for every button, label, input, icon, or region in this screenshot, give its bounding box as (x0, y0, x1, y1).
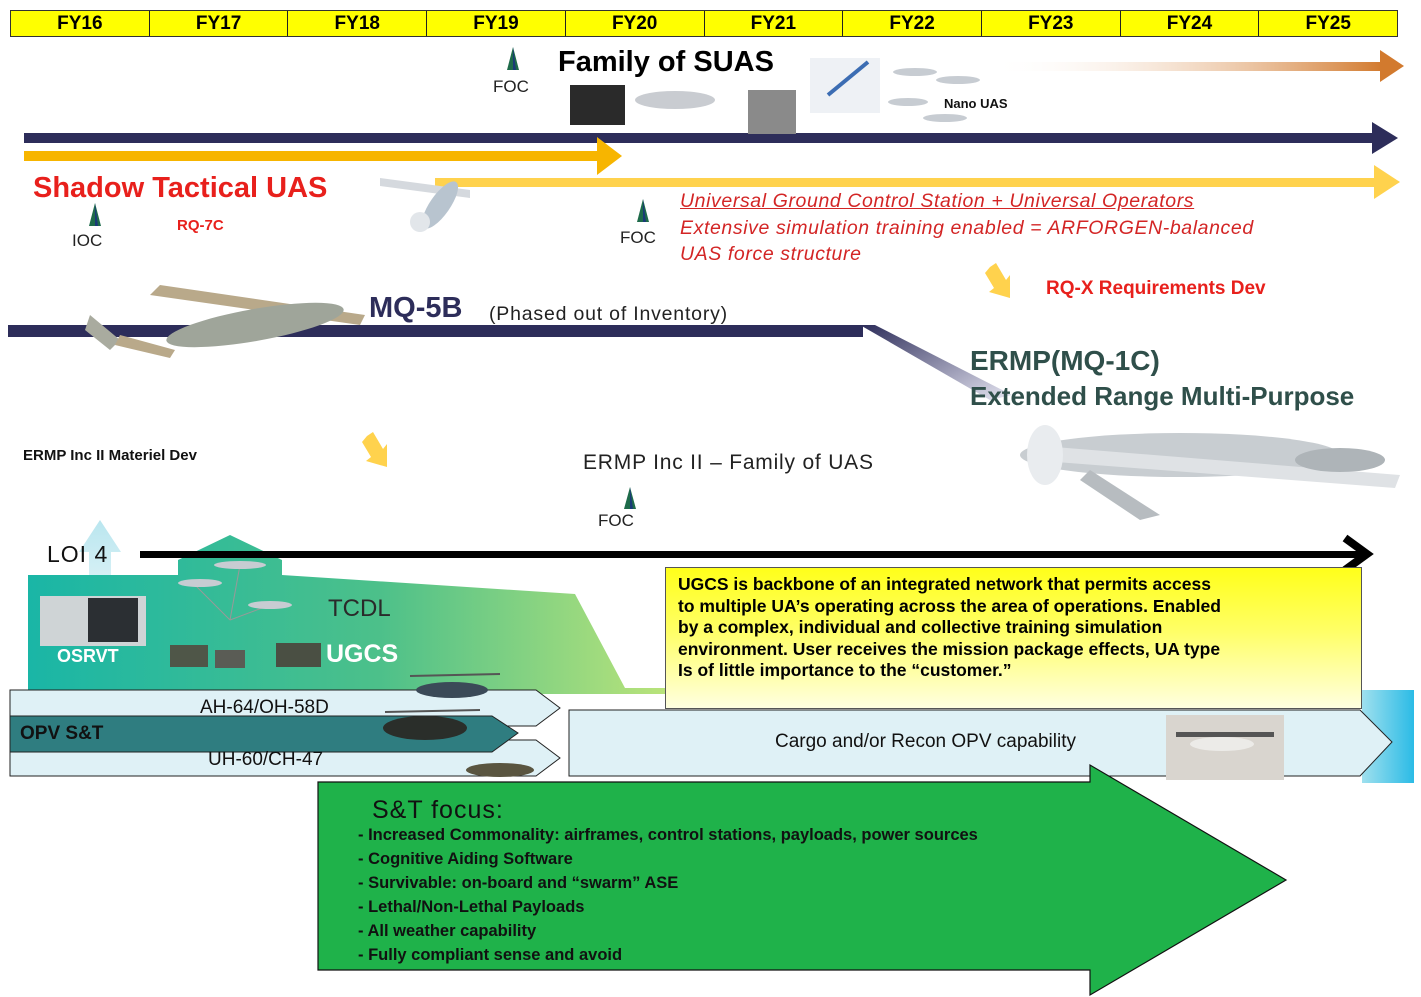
mq5b-drone-image (85, 285, 365, 358)
st-focus-item: - Cognitive Aiding Software (358, 850, 573, 868)
ugc-text-line-2: Extensive simulation training enabled = … (680, 217, 1254, 239)
fy-cell: FY19 (427, 11, 566, 36)
fiscal-year-bar: FY16 FY17 FY18 FY19 FY20 FY21 FY22 FY23 … (10, 10, 1398, 37)
navy-arrow (24, 122, 1398, 154)
pointer-arrows (362, 263, 1010, 467)
fy-cell: FY23 (982, 11, 1121, 36)
ugc-arrow (435, 165, 1400, 199)
fy-cell: FY17 (150, 11, 289, 36)
ugcs-box-line: UGCS is backbone of an integrated networ… (678, 574, 1211, 594)
loi-label: LOI 4 (47, 541, 109, 567)
st-focus-item: - Fully compliant sense and avoid (358, 946, 623, 964)
st-focus-title: S&T focus: (372, 796, 504, 824)
st-focus-arrow (317, 763, 1288, 997)
fy-cell: FY22 (843, 11, 982, 36)
shadow-arrow (24, 137, 622, 175)
foc-label-fy19: FOC (493, 77, 529, 96)
helicopter-images (383, 673, 534, 777)
osrvt-devices (40, 561, 321, 668)
opv-st-label: OPV S&T (20, 723, 104, 744)
shadow-title: Shadow Tactical UAS (33, 172, 328, 204)
suas-arrow (990, 50, 1404, 82)
fy-cell: FY20 (566, 11, 705, 36)
mq5b-name: MQ-5B (369, 292, 463, 324)
fy-cell: FY25 (1305, 12, 1351, 34)
ermp-title: ERMP(MQ-1C) (970, 345, 1160, 376)
ermp-subtitle: Extended Range Multi-Purpose (970, 381, 1355, 411)
ugcs-box-line: Is of little importance to the “customer… (678, 660, 1012, 680)
fy-cell: FY21 (705, 11, 844, 36)
st-focus-item: - Lethal/Non-Lethal Payloads (358, 898, 585, 916)
fy-cell: FY16 (11, 11, 150, 36)
ugc-text-line-1: Universal Ground Control Station + Unive… (680, 190, 1195, 212)
shadow-model: RQ-7C (177, 217, 224, 234)
ugcs-box-line: by a complex, individual and collective … (678, 617, 1163, 637)
opv-bottom-label: UH-60/CH-47 (208, 749, 324, 770)
cargo-plane-image (1166, 715, 1284, 780)
cargo-opv-label: Cargo and/or Recon OPV capability (775, 731, 1076, 752)
st-focus-item: - All weather capability (358, 922, 537, 940)
ugc-text-line-3: UAS force structure (680, 243, 862, 265)
ugcs-box-line: to multiple UA’s operating across the ar… (678, 595, 1221, 616)
foc-label-fy20: FOC (620, 228, 656, 247)
ermp-drone-image (1020, 425, 1400, 520)
st-focus-item: - Increased Commonality: airframes, cont… (358, 826, 978, 844)
tcdl-label: TCDL (328, 595, 391, 622)
milestone-markers (89, 47, 649, 509)
mq5b-note: (Phased out of Inventory) (489, 303, 728, 325)
shadow-drone-image (380, 178, 470, 232)
opv-top-label: AH-64/OH-58D (200, 697, 329, 718)
foc-label-inc2: FOC (598, 511, 634, 530)
fy-cell: FY24 (1121, 11, 1260, 36)
mq5b-line (8, 325, 1012, 400)
nano-uas-label: Nano UAS (944, 96, 1008, 111)
fy-cell: FY18 (288, 11, 428, 36)
st-focus-item: - Survivable: on-board and “swarm” ASE (358, 874, 679, 892)
ermp-inc2-family-label: ERMP Inc II – Family of UAS (583, 451, 874, 474)
suas-title: Family of SUAS (558, 46, 774, 78)
rqx-label: RQ-X Requirements Dev (1046, 278, 1266, 299)
suas-images (570, 58, 980, 134)
ugcs-box-line: environment. User receives the mission p… (678, 638, 1221, 659)
ermp-inc2-materiel-label: ERMP Inc II Materiel Dev (23, 447, 197, 464)
ugcs-label: UGCS (326, 640, 399, 668)
loi-arrow (140, 534, 1374, 574)
ugcs-description-box: UGCS is backbone of an integrated networ… (665, 567, 1362, 709)
osrvt-label: OSRVT (57, 646, 119, 666)
ioc-label-shadow: IOC (72, 231, 103, 250)
